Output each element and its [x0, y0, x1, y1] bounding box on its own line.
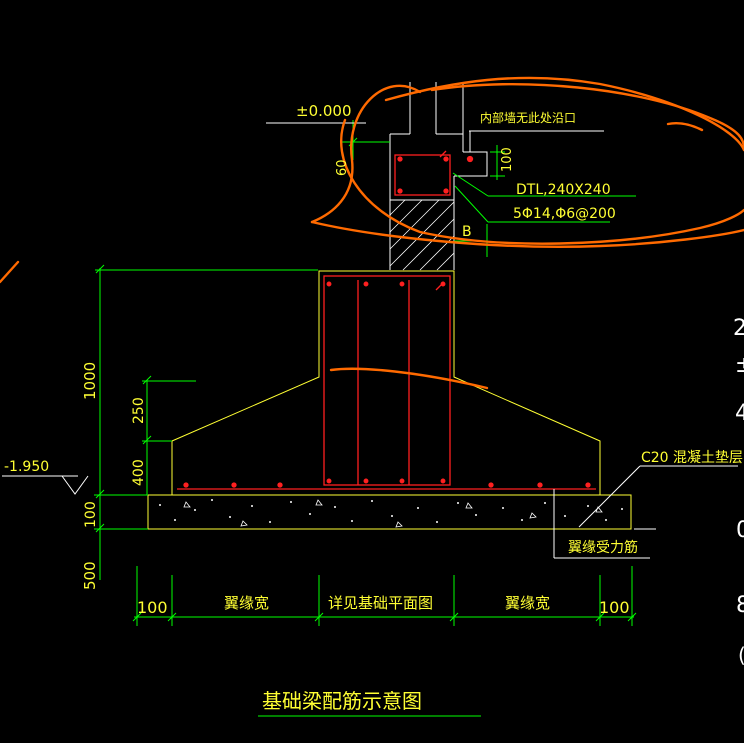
markup-annotations	[0, 76, 744, 390]
drawing-title: 基础梁配筋示意图	[262, 689, 422, 713]
wall	[389, 82, 488, 270]
dim-60: 60	[335, 159, 350, 176]
dim-100-left: 100	[83, 501, 99, 528]
edge-glyph-3: 4	[735, 401, 744, 426]
beam-rebar-label: 5Φ14,Φ6@200	[513, 206, 616, 222]
beam-rebar	[394, 150, 474, 196]
dim-1000: 1000	[81, 362, 99, 400]
edge-glyph-2: ±	[735, 353, 744, 378]
beam-label: DTL,240X240	[516, 182, 611, 198]
bottom-dim-center: 详见基础平面图	[328, 594, 433, 612]
edge-glyph-4: 0	[736, 518, 744, 543]
bottom-dim-right-100: 100	[599, 598, 630, 617]
footing-outline	[171, 270, 601, 496]
dim-500: 500	[81, 561, 99, 590]
edge-glyph-6: (	[738, 643, 744, 667]
section-mark: B	[462, 224, 472, 240]
bottom-dim-left-flange: 翼缘宽	[224, 594, 269, 612]
bottom-dim-left-100: 100	[137, 598, 168, 617]
dim-250: 250	[131, 397, 147, 424]
elevation-top-label: ±0.000	[296, 102, 352, 120]
column-rebar	[323, 275, 451, 486]
bedding-layer	[147, 494, 632, 530]
edge-glyph-1: 2	[733, 316, 744, 341]
bottom-dim-right-flange: 翼缘宽	[505, 594, 550, 612]
dim-400: 400	[131, 459, 147, 486]
flange-rebar-label: 翼缘受力筋	[568, 539, 638, 556]
elevation-bottom-label: -1.950	[4, 459, 49, 475]
dimensions	[94, 120, 637, 626]
inner-wall-note: 内部墙无此处沿口	[480, 110, 576, 125]
bottom-rebar	[177, 482, 596, 490]
leaders	[2, 122, 738, 717]
dim-100-top: 100	[500, 147, 515, 172]
c20-label: C20 混凝土垫层	[641, 450, 743, 466]
masonry-hatch	[389, 199, 455, 271]
edge-glyph-5: 8	[736, 593, 744, 618]
